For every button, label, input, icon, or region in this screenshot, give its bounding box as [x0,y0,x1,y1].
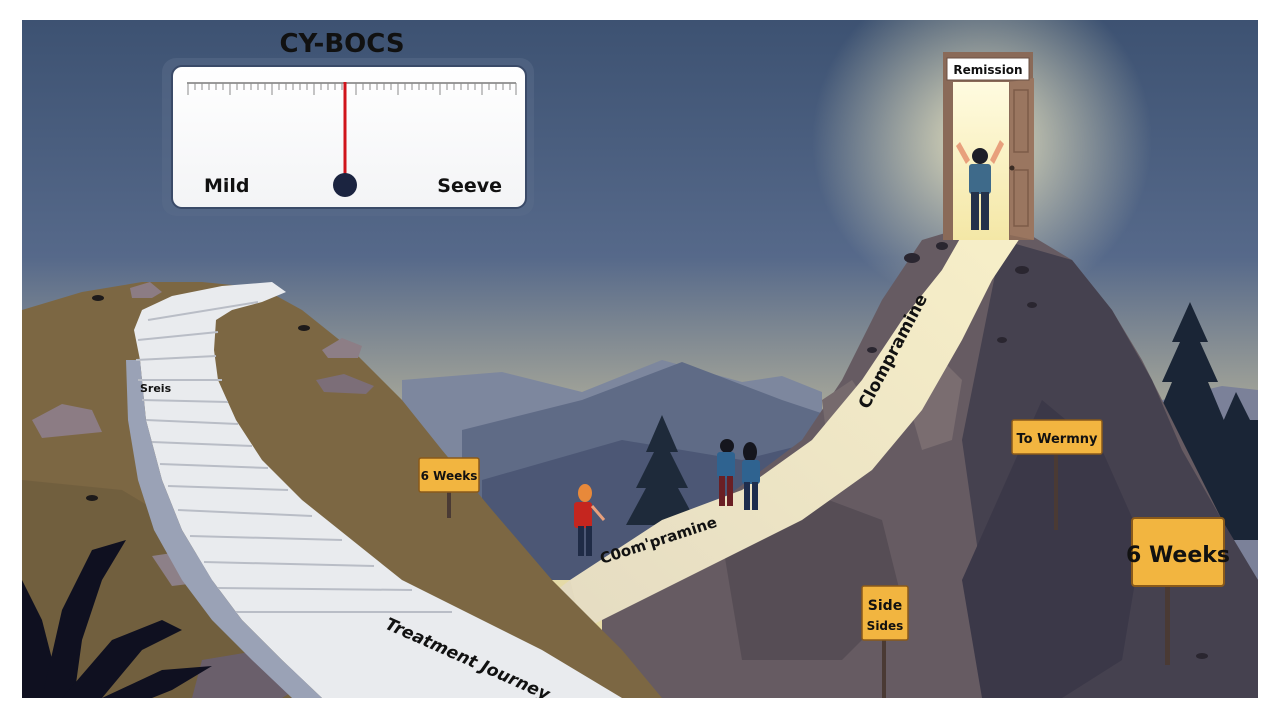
remission-sign [946,57,1030,81]
gauge-pivot [333,173,357,197]
foreground-plant [22,540,212,698]
hiker-long-hair [742,442,760,510]
sign-to-wermny: To Wermny [1011,419,1103,530]
remission-sign-text: Remission [953,63,1022,77]
svg-text:To Wermny: To Wermny [1017,432,1099,447]
gauge-right-label: Seeve [437,175,502,197]
sign-side-effects: Side Sides [861,585,909,698]
stairs-step-label: Sreis [140,382,172,395]
person-celebrating [956,140,1004,230]
svg-text:6 Weeks: 6 Weeks [421,469,478,483]
cybocs-gauge: CY-BOCS Mild Seeve [162,29,534,216]
sign-6-weeks-large: 6 Weeks [1126,517,1230,665]
svg-text:Sides: Sides [867,619,904,633]
gauge-title: CY-BOCS [279,29,404,59]
hiker-red-backpack [574,484,606,556]
mountain-path [570,232,1022,630]
gauge-left-label: Mild [204,175,250,197]
sign-hill-6-weeks: 6 Weeks [418,457,480,518]
pine-tree-center [626,415,698,525]
svg-text:Side: Side [868,598,902,614]
illustration-scene: Remission [22,20,1258,698]
hiker-blue-shirt [717,439,735,506]
svg-text:6 Weeks: 6 Weeks [1126,543,1230,568]
remission-door: Remission [943,52,1034,240]
gauge-ruler-ticks [187,83,517,95]
